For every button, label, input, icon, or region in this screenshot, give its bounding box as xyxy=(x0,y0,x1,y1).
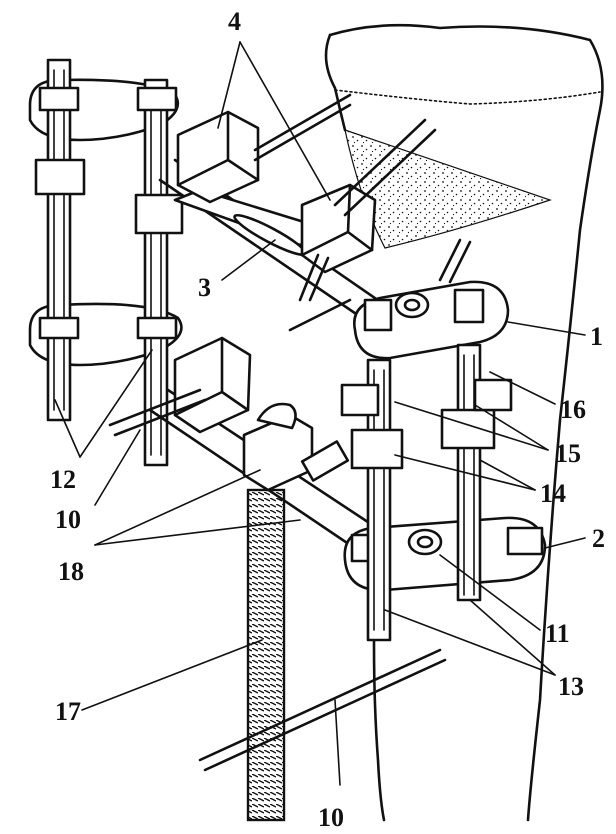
clamp-block-lower xyxy=(173,336,252,434)
right-rods xyxy=(340,343,513,642)
label-15: 15 xyxy=(555,439,581,468)
fracture-zone xyxy=(344,129,552,249)
plate-2 xyxy=(343,516,547,592)
label-10-lower: 10 xyxy=(318,803,344,832)
label-12: 12 xyxy=(50,465,76,494)
label-1: 1 xyxy=(590,322,603,351)
label-18: 18 xyxy=(58,557,84,586)
left-rods xyxy=(34,58,184,467)
leader-lines xyxy=(54,41,586,786)
clamp-block-middle xyxy=(300,183,377,274)
label-14: 14 xyxy=(540,479,566,508)
label-16: 16 xyxy=(560,395,586,424)
label-2: 2 xyxy=(592,524,605,553)
clamp-18 xyxy=(242,402,350,492)
label-13: 13 xyxy=(558,672,584,701)
plate-1 xyxy=(353,280,510,360)
label-3: 3 xyxy=(198,273,211,302)
label-17: 17 xyxy=(55,697,81,726)
label-4: 4 xyxy=(228,7,241,36)
label-11: 11 xyxy=(545,619,570,648)
wire-pins xyxy=(108,93,472,772)
clamp-block-upper xyxy=(176,110,260,204)
label-10-upper: 10 xyxy=(55,505,81,534)
threaded-rod-17 xyxy=(246,488,286,822)
